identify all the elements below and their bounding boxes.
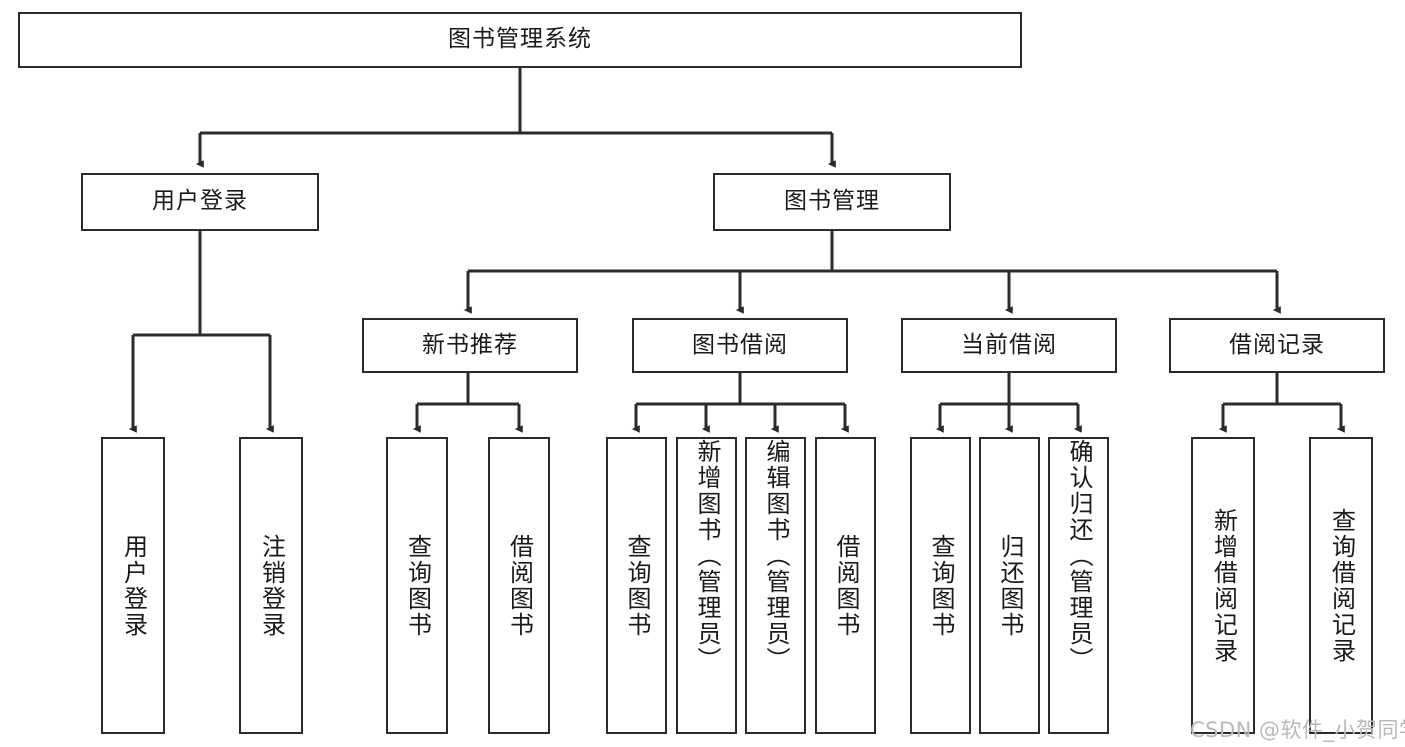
node-root-label: 图书管理系统	[448, 26, 592, 53]
node-user-login-label: 用户登录	[152, 188, 248, 215]
node-leaf-query-book-2[interactable]: 查询图书	[606, 437, 667, 734]
node-current-borrow-label: 当前借阅	[961, 331, 1057, 358]
node-leaf-query-book-2-label: 查询图书	[622, 533, 651, 638]
node-leaf-return-book[interactable]: 归还图书	[979, 437, 1040, 734]
node-book-borrow-label: 图书借阅	[692, 331, 788, 358]
node-leaf-query-book-1[interactable]: 查询图书	[386, 437, 448, 734]
node-leaf-add-book-label: 新增图书（管理员）	[692, 439, 721, 673]
node-leaf-query-record[interactable]: 查询借阅记录	[1309, 437, 1373, 734]
node-book-manage-label: 图书管理	[784, 188, 880, 215]
node-leaf-return-book-label: 归还图书	[995, 533, 1024, 638]
node-leaf-query-record-label: 查询借阅记录	[1327, 507, 1356, 664]
node-leaf-confirm-return[interactable]: 确认归还（管理员）	[1048, 437, 1109, 734]
node-leaf-user-logout[interactable]: 注销登录	[239, 437, 303, 734]
node-leaf-borrow-book-2[interactable]: 借阅图书	[815, 437, 876, 734]
node-leaf-user-login-label: 用户登录	[119, 533, 148, 638]
node-book-manage[interactable]: 图书管理	[713, 173, 951, 231]
node-new-book-recommend[interactable]: 新书推荐	[362, 318, 578, 373]
node-leaf-query-book-1-label: 查询图书	[403, 533, 432, 638]
node-current-borrow[interactable]: 当前借阅	[901, 318, 1117, 373]
node-leaf-query-book-3-label: 查询图书	[926, 533, 955, 638]
node-root[interactable]: 图书管理系统	[18, 12, 1022, 68]
node-leaf-edit-book[interactable]: 编辑图书（管理员）	[745, 437, 806, 734]
node-leaf-edit-book-label: 编辑图书（管理员）	[761, 439, 790, 673]
csdn-watermark: CSDN @软件_小贺同学	[1190, 718, 1405, 742]
node-leaf-user-login[interactable]: 用户登录	[101, 437, 165, 734]
node-leaf-add-record-label: 新增借阅记录	[1209, 507, 1238, 664]
node-leaf-add-record[interactable]: 新增借阅记录	[1191, 437, 1255, 734]
node-leaf-query-book-3[interactable]: 查询图书	[910, 437, 971, 734]
node-user-login[interactable]: 用户登录	[81, 173, 319, 231]
node-book-borrow[interactable]: 图书借阅	[632, 318, 848, 373]
node-borrow-record-label: 借阅记录	[1229, 331, 1325, 358]
node-new-book-recommend-label: 新书推荐	[422, 331, 518, 358]
node-leaf-user-logout-label: 注销登录	[257, 533, 286, 638]
node-leaf-confirm-return-label: 确认归还（管理员）	[1064, 439, 1093, 673]
node-borrow-record[interactable]: 借阅记录	[1169, 318, 1385, 373]
node-leaf-borrow-book-2-label: 借阅图书	[831, 533, 860, 638]
node-leaf-borrow-book-1[interactable]: 借阅图书	[488, 437, 550, 734]
node-leaf-borrow-book-1-label: 借阅图书	[505, 533, 534, 638]
node-leaf-add-book[interactable]: 新增图书（管理员）	[676, 437, 737, 734]
